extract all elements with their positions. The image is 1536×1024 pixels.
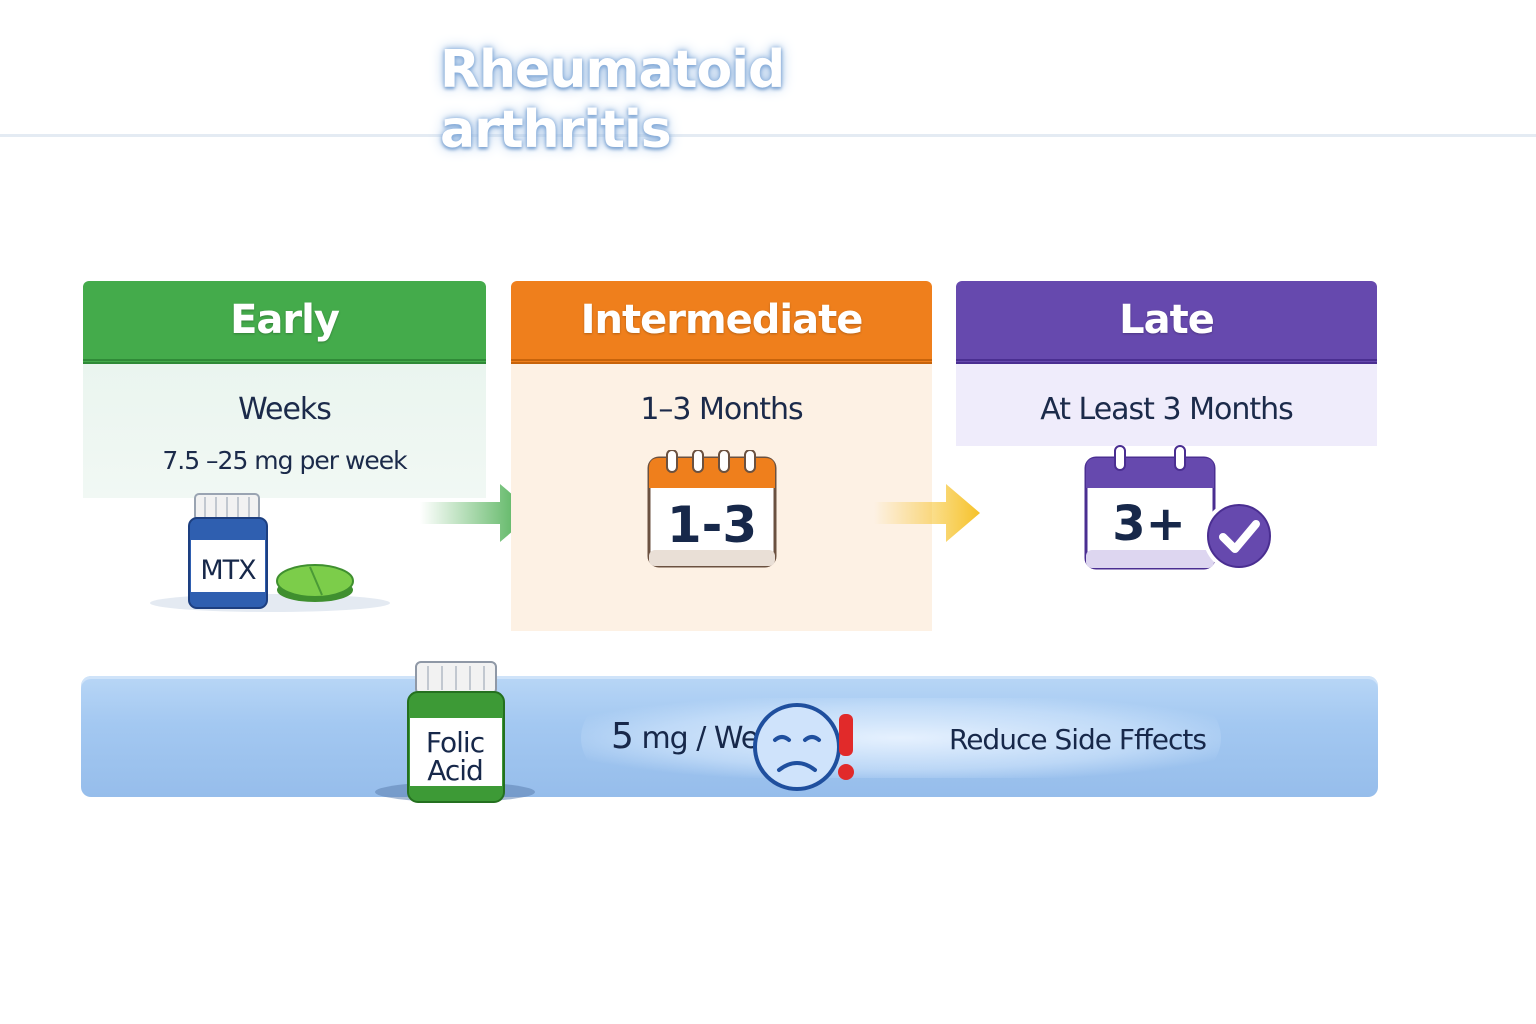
stage-card-intermediate: Intermediate 1–3 Months 1-3 (511, 281, 932, 631)
arrow-right-icon (874, 484, 980, 542)
stage-card-late: Late At Least 3 Months (956, 281, 1377, 446)
sad-face-icon (753, 703, 854, 791)
medication-illustration: MTX (150, 493, 390, 612)
stage-title: Late (956, 281, 1377, 364)
stage-duration: 1–3 Months (640, 392, 803, 427)
stage-title: Early (83, 281, 486, 364)
page-title: Rheumatoid arthritis (440, 40, 785, 160)
banner-highlight (581, 698, 1221, 778)
calendar-label: 3+ (1112, 496, 1186, 552)
tablet-icon (276, 564, 354, 602)
medication-label: MTX (200, 555, 256, 586)
calendar-label: 1-3 (667, 496, 757, 554)
bottle-label-line1: Folic (426, 726, 484, 759)
stage-duration: Weeks (238, 392, 332, 427)
stage-body: 1–3 Months 1-3 (511, 364, 932, 631)
stage-duration: At Least 3 Months (1040, 392, 1294, 427)
stage-title: Intermediate (511, 281, 932, 364)
pill-bottle-icon: MTX (188, 493, 268, 609)
dose-amount: 5 (611, 716, 634, 757)
folic-acid-banner: 5 mg / Week Reduce Side Fffects (81, 676, 1378, 797)
check-circle-icon (1203, 500, 1275, 572)
stage-body: Weeks 7.5 –25 mg per week (83, 364, 486, 498)
calendar-icon: 1-3 (647, 450, 777, 568)
stage-dose: 7.5 –25 mg per week (162, 446, 407, 475)
arrow-right-icon (420, 484, 534, 542)
stage-body: At Least 3 Months (956, 364, 1377, 446)
side-effect-note: Reduce Side Fffects (949, 723, 1207, 756)
exclamation-icon (838, 714, 854, 780)
calendar-icon: 3+ (1084, 445, 1216, 570)
bottle-label-line2: Acid (427, 754, 483, 787)
folic-acid-bottle-icon: Folic Acid (375, 661, 535, 803)
stage-card-early: Early Weeks 7.5 –25 mg per week (83, 281, 486, 498)
calendar-check-illustration: 3+ (1084, 445, 1275, 572)
header: Rheumatoid arthritis (0, 0, 1536, 160)
